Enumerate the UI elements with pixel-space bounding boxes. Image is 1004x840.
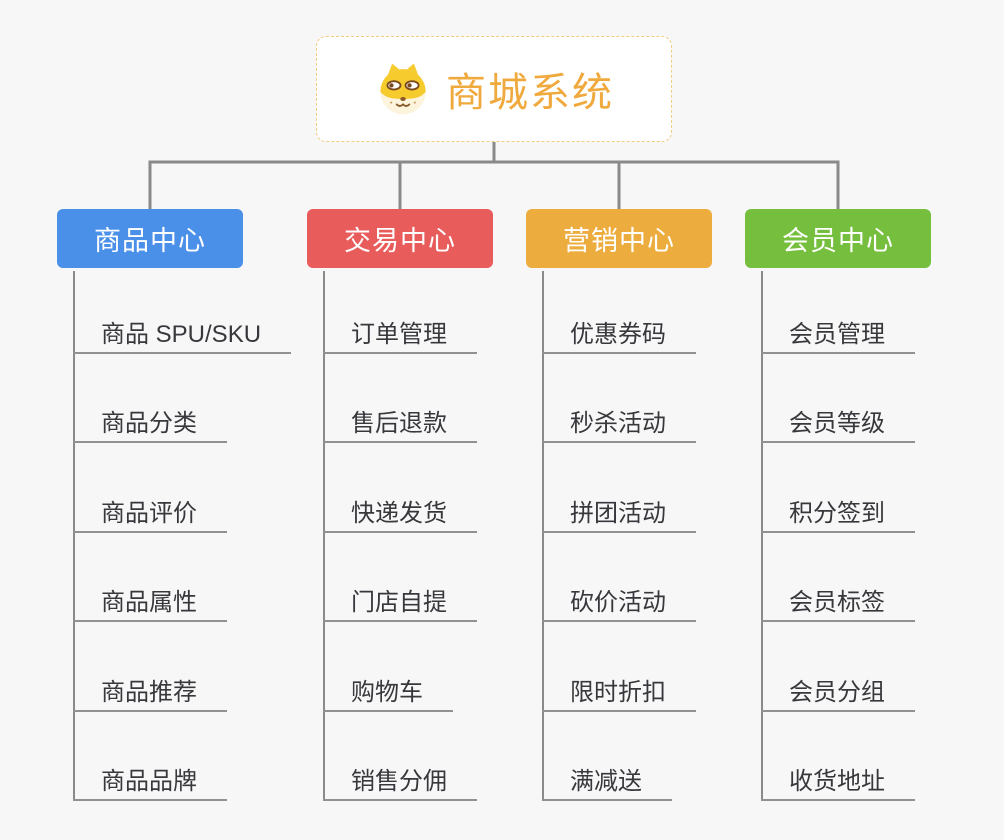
topic-marketing-3[interactable]: 拼团活动	[542, 501, 696, 533]
root-title: 商城系统	[446, 71, 614, 115]
topic-product-5[interactable]: 商品推荐	[73, 680, 227, 712]
topic-member-2[interactable]: 会员等级	[761, 411, 915, 443]
topic-product-3[interactable]: 商品评价	[73, 501, 227, 533]
topic-product-1[interactable]: 商品 SPU/SKU	[73, 322, 292, 354]
topic-trade-2[interactable]: 售后退款	[323, 411, 477, 443]
topic-trade-5[interactable]: 购物车	[323, 680, 453, 712]
topic-trade-6[interactable]: 销售分佣	[323, 769, 477, 801]
topic-product-6[interactable]: 商品品牌	[73, 769, 227, 801]
topic-member-4[interactable]: 会员标签	[761, 590, 915, 622]
dog-face-icon	[380, 63, 426, 115]
topic-marketing-5[interactable]: 限时折扣	[542, 680, 696, 712]
branch-header-trade[interactable]: 交易中心	[307, 209, 493, 268]
topic-member-1[interactable]: 会员管理	[761, 322, 915, 354]
topic-member-6[interactable]: 收货地址	[761, 769, 915, 801]
topic-product-2[interactable]: 商品分类	[73, 411, 227, 443]
topic-marketing-2[interactable]: 秒杀活动	[542, 411, 696, 443]
branch-header-product[interactable]: 商品中心	[57, 209, 243, 268]
topic-marketing-6[interactable]: 满减送	[542, 769, 672, 801]
branch-header-marketing[interactable]: 营销中心	[526, 209, 712, 268]
topic-member-5[interactable]: 会员分组	[761, 680, 915, 712]
topic-trade-4[interactable]: 门店自提	[323, 590, 477, 622]
root-node[interactable]: 商城系统	[316, 36, 672, 142]
branch-header-member[interactable]: 会员中心	[745, 209, 931, 268]
topic-marketing-4[interactable]: 砍价活动	[542, 590, 696, 622]
topic-trade-3[interactable]: 快递发货	[323, 501, 477, 533]
topic-product-4[interactable]: 商品属性	[73, 590, 227, 622]
topic-marketing-1[interactable]: 优惠券码	[542, 322, 696, 354]
topic-member-3[interactable]: 积分签到	[761, 501, 915, 533]
topic-trade-1[interactable]: 订单管理	[323, 322, 477, 354]
